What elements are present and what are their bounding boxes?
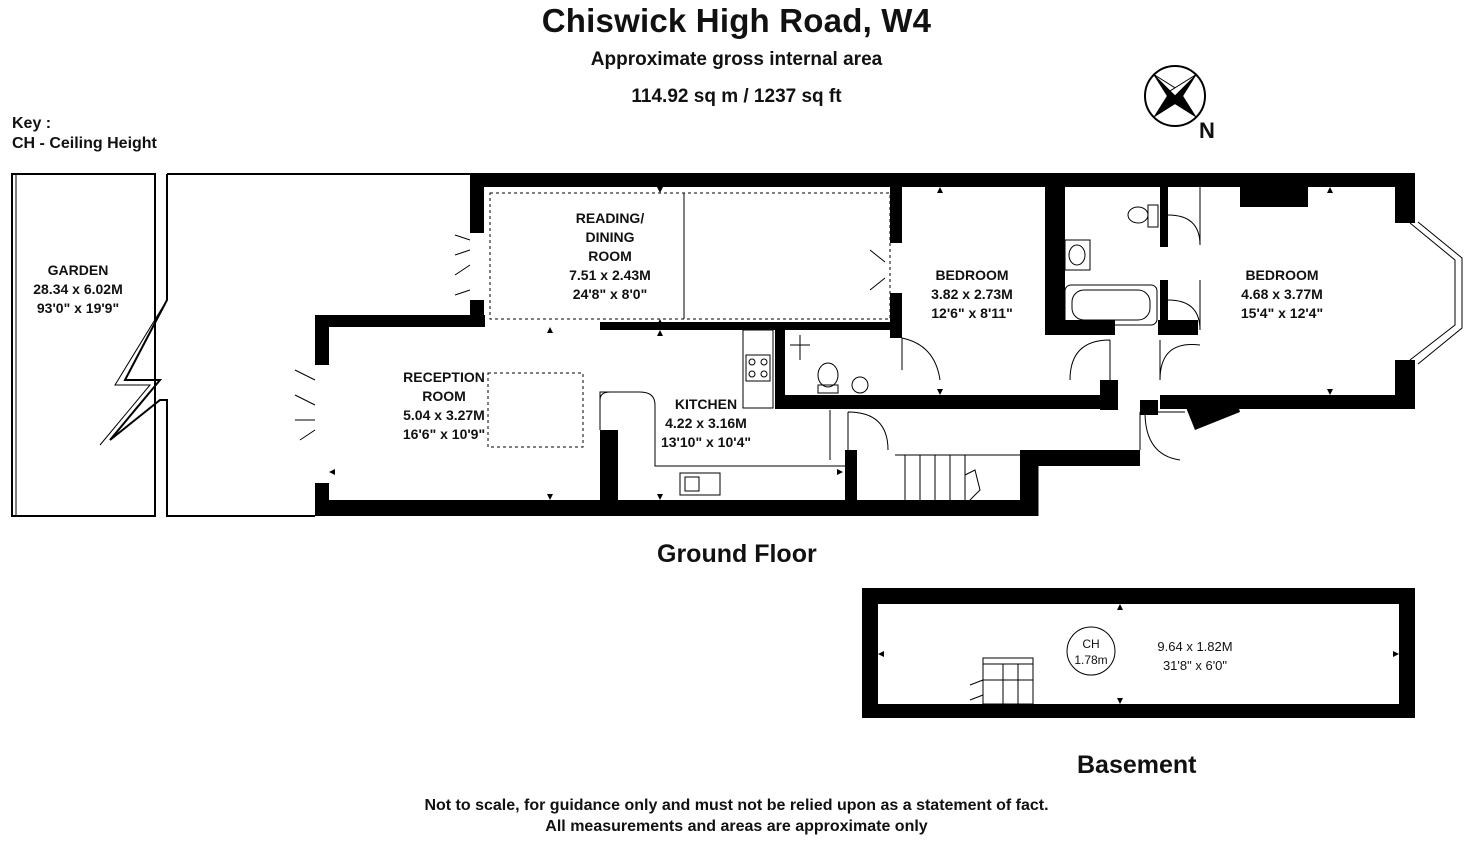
room-label-bedroom-1: BEDROOM 3.82 x 2.73M 12'6" x 8'11" xyxy=(931,267,1013,321)
area-label: Approximate gross internal area xyxy=(590,49,883,70)
room-label-reception: RECEPTION ROOM 5.04 x 3.27M 16'6" x 10'9… xyxy=(402,369,486,442)
page-title: Chiswick High Road, W4 xyxy=(541,2,932,39)
hob-icon xyxy=(745,354,771,382)
basement-ceiling-height: CH 1.78m xyxy=(1074,637,1108,667)
ground-floor-label: Ground Floor xyxy=(657,540,817,568)
room-label-kitchen: KITCHEN 4.22 x 3.16M 13'10" x 10'4" xyxy=(660,396,751,450)
basement-walls xyxy=(862,588,1415,718)
key-entry: CH - Ceiling Height xyxy=(12,135,157,152)
garden-area xyxy=(11,173,470,517)
room-label-garden: GARDEN 28.34 x 6.02M 93'0" x 19'9" xyxy=(33,262,123,316)
disclaimer-line-1: Not to scale, for guidance only and must… xyxy=(424,797,1049,814)
area-value: 114.92 sq m / 1237 sq ft xyxy=(631,86,842,107)
room-label-reading-dining: READING/ DINING ROOM 7.51 x 2.43M 24'8" … xyxy=(569,210,651,302)
compass-north-label: N xyxy=(1199,118,1215,143)
basin-icon xyxy=(1064,239,1091,271)
basement-label: Basement xyxy=(1077,751,1197,779)
ground-floor-walls xyxy=(315,173,1415,516)
compass-icon xyxy=(1144,65,1206,127)
disclaimer-line-2: All measurements and areas are approxima… xyxy=(545,818,928,835)
reading-room-outline xyxy=(489,192,891,320)
bath-icon xyxy=(1064,284,1158,326)
stairs xyxy=(895,454,1020,501)
sink-icon xyxy=(679,472,721,496)
toilet-icon xyxy=(1127,206,1149,224)
key-heading: Key : xyxy=(12,115,52,132)
bay-window xyxy=(1409,221,1463,365)
room-label-bedroom-2: BEDROOM 4.68 x 3.77M 15'4" x 12'4" xyxy=(1240,267,1324,321)
basement-dimensions: 9.64 x 1.82M 31'8" x 6'0" xyxy=(1157,639,1233,673)
